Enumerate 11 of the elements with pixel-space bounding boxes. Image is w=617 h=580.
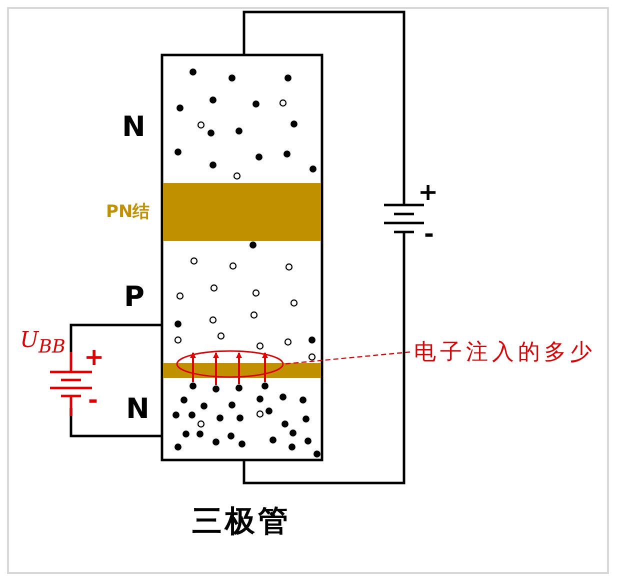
polarity-sign: - [424,222,434,246]
polarity-sign: + [84,345,104,369]
voltage-label: U$_{BB}$ [20,330,66,357]
layer-label: N [126,395,150,423]
leader-line [284,351,410,365]
layer-label: P [124,283,145,311]
layer-label: PN结 [106,204,150,221]
polarity-sign: + [418,180,438,204]
polarity-sign: - [88,388,98,412]
caption: 三极管 [192,507,291,537]
layer-label: N [122,113,146,141]
